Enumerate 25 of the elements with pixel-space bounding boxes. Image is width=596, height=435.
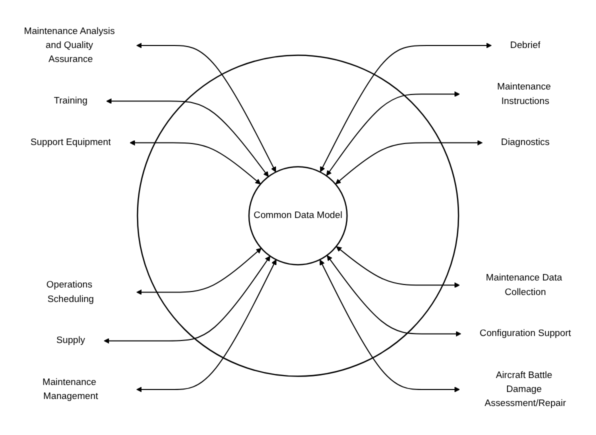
node-text: Training	[54, 95, 88, 106]
node-text: Debrief	[510, 40, 540, 50]
arrow	[320, 42, 492, 172]
arrow	[326, 91, 460, 176]
node-text: Maintenance Management	[42, 376, 98, 402]
node-text: Configuration Support	[480, 328, 571, 339]
arrow	[335, 140, 483, 184]
node-text: Aircraft Battle Damage Assessment/Repair	[484, 370, 566, 408]
arrow	[106, 98, 269, 177]
arrow	[136, 259, 276, 392]
node-text: Diagnostics	[501, 136, 550, 148]
node-text: Maintenance Instructions	[497, 81, 551, 106]
node-circle: Common Data Model	[248, 166, 348, 266]
node-text: Maintenance Analysis and Quality Assurance	[24, 26, 115, 64]
node-text: Supply	[56, 335, 86, 346]
arrow	[326, 255, 462, 337]
arrow	[130, 140, 261, 184]
arrow	[336, 246, 460, 288]
arrow	[136, 42, 276, 172]
node-text: Maintenance Data Collection	[486, 272, 562, 298]
node-text: Operations Scheduling	[46, 279, 94, 304]
arrow	[136, 248, 262, 295]
arrow	[320, 260, 460, 392]
arrow	[104, 256, 270, 344]
node-text: Support Equipment	[30, 136, 111, 148]
